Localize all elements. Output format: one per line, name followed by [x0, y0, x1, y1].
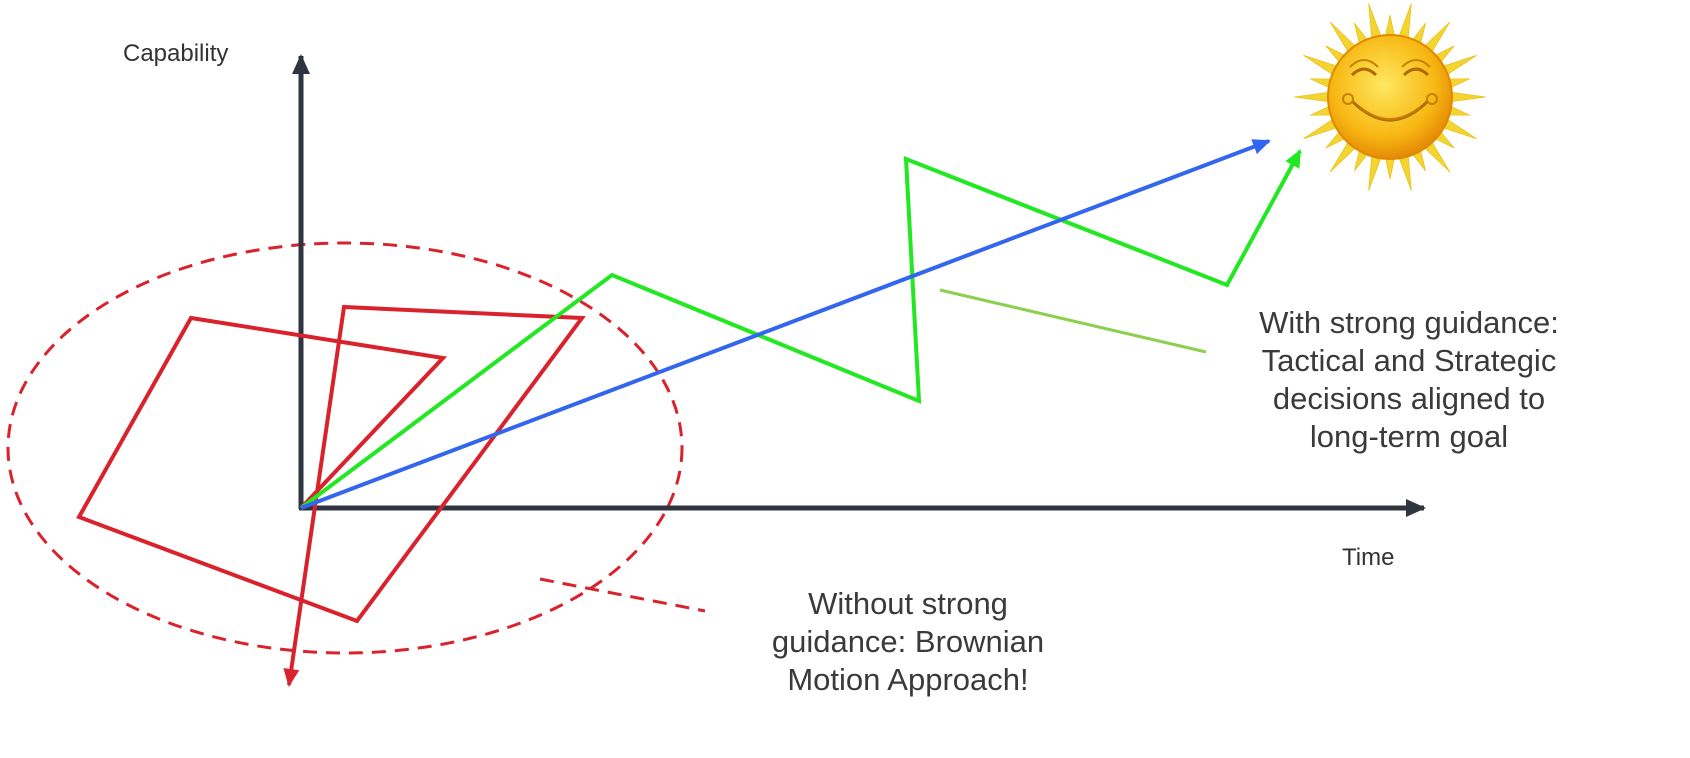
sun-rays [1293, 3, 1487, 191]
guidance-callout-line [939, 288, 1207, 354]
brownian-callout-line [539, 577, 706, 613]
brownian-region-ellipse [6, 241, 684, 655]
x-axis-label: Time [1342, 544, 1395, 571]
green-guided-path [299, 149, 1302, 510]
sun-ray [1447, 91, 1487, 103]
red-random-path [76, 304, 586, 687]
y-axis-label: Capability [123, 40, 229, 67]
sun-ray [1293, 91, 1333, 103]
with-guidance-note: With strong guidance: Tactical and Strat… [1259, 305, 1559, 454]
smiling-sun-icon [1293, 3, 1487, 191]
without-guidance-note: Without strong guidance: Brownian Motion… [771, 586, 1045, 697]
blue-goal-arrow [300, 139, 1271, 510]
